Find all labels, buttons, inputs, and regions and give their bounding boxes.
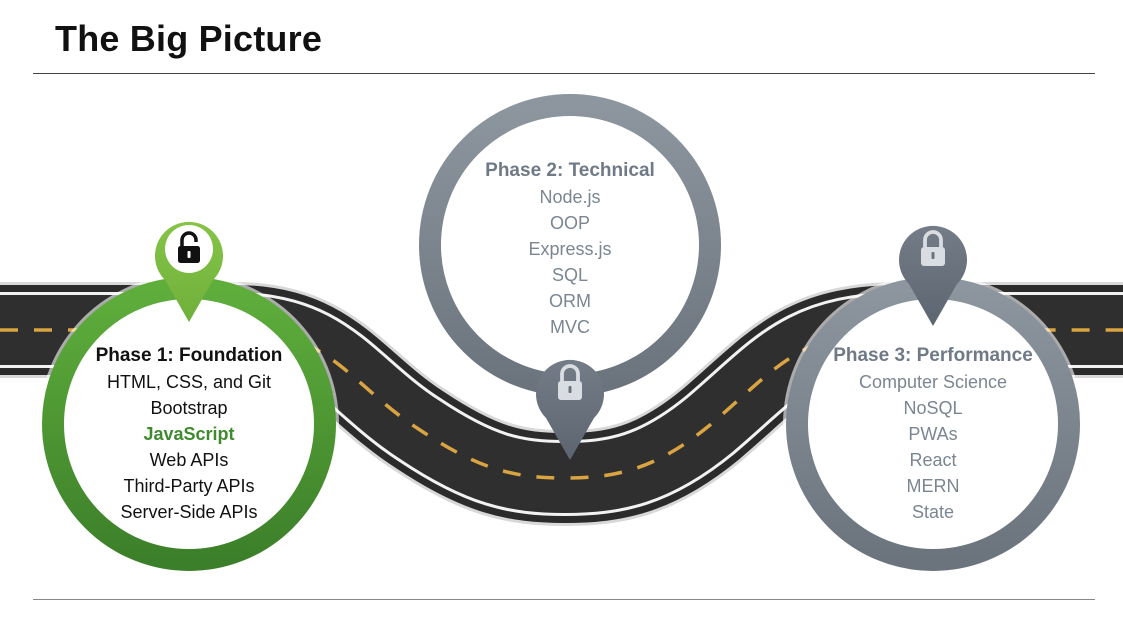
footer-divider xyxy=(33,599,1095,600)
phase-3-item: NoSQL xyxy=(903,398,963,418)
locked-padlock-icon xyxy=(899,225,967,326)
page-title: The Big Picture xyxy=(55,18,323,59)
phase-2-item: MVC xyxy=(550,317,590,337)
road xyxy=(0,282,1123,526)
phase-2-item: SQL xyxy=(551,265,589,285)
phase-1-item: Bootstrap xyxy=(150,398,228,418)
phase-2-title: Phase 2: Technical xyxy=(485,160,655,181)
phase-3-item: React xyxy=(909,450,957,470)
phase-2-item: ORM xyxy=(549,291,591,311)
phase-2-text: Phase 2: Technical Node.js OOP Express.j… xyxy=(440,158,700,340)
unlocked-padlock-icon xyxy=(155,221,223,322)
phase-2-item: OOP xyxy=(549,213,590,233)
phase-1-item: HTML, CSS, and Git xyxy=(106,372,272,392)
phase-3-item: State xyxy=(911,502,955,522)
phase-1-item-highlighted: JavaScript xyxy=(143,424,235,444)
phase-1-node xyxy=(39,274,339,574)
phase-1-text: Phase 1: Foundation HTML, CSS, and Git B… xyxy=(59,343,319,525)
phase-3-item: PWAs xyxy=(908,424,958,444)
header-divider xyxy=(33,73,1095,74)
phase-2-item: Node.js xyxy=(539,187,601,207)
phase-2-item: Express.js xyxy=(528,239,612,259)
phase-3-item: Computer Science xyxy=(858,372,1008,392)
locked-padlock-icon xyxy=(535,359,604,460)
phase-3-text: Phase 3: Performance Computer Science No… xyxy=(803,343,1063,525)
phase-3-title: Phase 3: Performance xyxy=(833,345,1033,366)
phase-1-item: Server-Side APIs xyxy=(120,502,258,522)
phase-3-item: MERN xyxy=(906,476,960,496)
phase-1-item: Web APIs xyxy=(149,450,229,470)
phase-1-title: Phase 1: Foundation xyxy=(95,345,283,366)
phase-1-item: Third-Party APIs xyxy=(123,476,255,496)
